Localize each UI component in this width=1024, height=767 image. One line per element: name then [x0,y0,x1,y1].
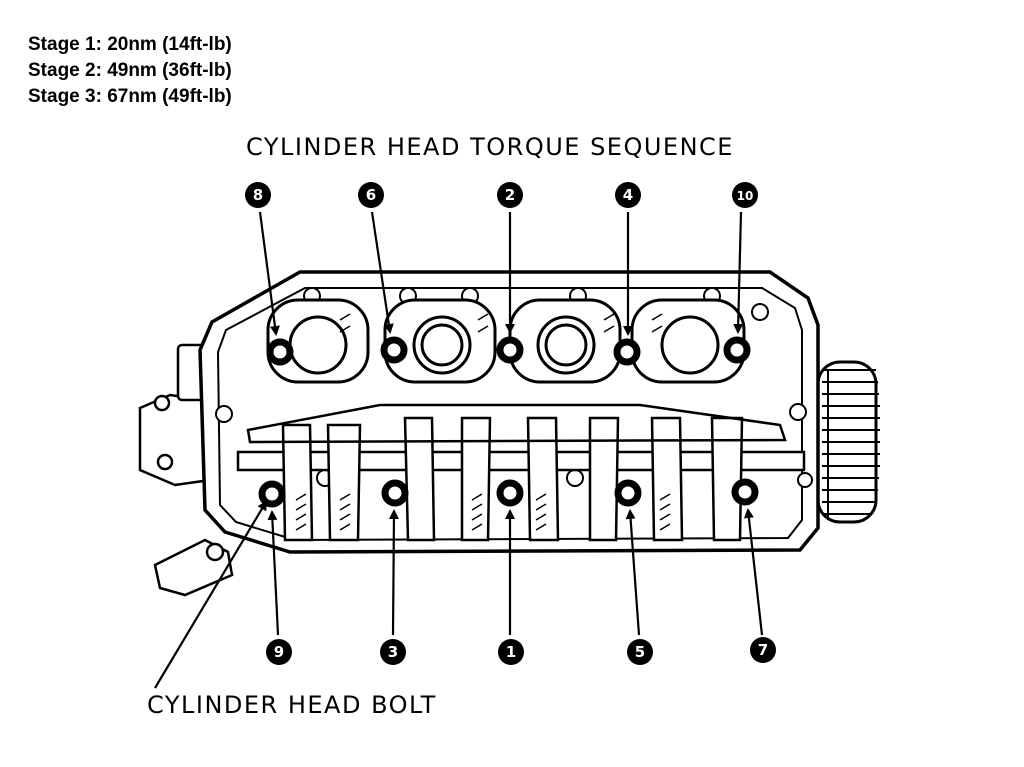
timing-gear [816,360,880,524]
torque-stages: Stage 1: 20nm (14ft-lb) Stage 2: 49nm (3… [28,32,232,110]
seq-marker-top-1: 8 [245,182,271,208]
seq-marker-top-4: 4 [615,182,641,208]
seq-label-top-3: 2 [505,186,515,204]
seq-label-top-1: 8 [253,186,263,204]
seq-label-bottom-4: 5 [635,643,645,661]
seq-marker-bottom-3: 1 [498,639,524,665]
head-body [198,270,820,554]
left-fittings [138,343,234,597]
seq-label-bottom-3: 1 [506,643,516,661]
sequence-arrows [154,211,764,689]
diagram-title: CYLINDER HEAD TORQUE SEQUENCE [246,133,734,161]
seq-marker-bottom-1: 9 [266,639,292,665]
seq-label-top-2: 6 [366,186,376,204]
seq-marker-bottom-2: 3 [380,639,406,665]
cylinder-head-bolt-label: CYLINDER HEAD BOLT [147,691,437,719]
bolt-bottom-2 [381,479,409,507]
bolt-bottom-5 [731,478,759,506]
seq-label-top-4: 4 [623,186,633,204]
seq-marker-top-2: 6 [358,182,384,208]
bolt-top-3 [496,336,524,364]
bolt-bottom-4 [614,479,642,507]
stage-2-text: Stage 2: 49nm (36ft-lb) [28,60,232,81]
bolt-top-1 [266,338,294,366]
bolt-top-5 [723,336,751,364]
seq-marker-top-5: 10 [732,182,758,208]
stage-3-text: Stage 3: 67nm (49ft-lb) [28,86,232,107]
bolt-top-2 [380,336,408,364]
bolt-bottom-1 [258,480,286,508]
head-bolts [258,336,759,508]
sequence-markers: 8 6 2 4 10 9 3 1 5 7 [245,182,776,665]
seq-label-bottom-1: 9 [274,643,284,661]
seq-marker-bottom-4: 5 [627,639,653,665]
seq-marker-top-3: 2 [497,182,523,208]
bolt-top-4 [613,338,641,366]
seq-marker-bottom-5: 7 [750,637,776,663]
bolt-bottom-3 [496,479,524,507]
stage-1-text: Stage 1: 20nm (14ft-lb) [28,34,232,55]
seq-label-bottom-5: 7 [758,641,768,659]
seq-label-top-5: 10 [737,189,754,203]
seq-label-bottom-2: 3 [388,643,398,661]
